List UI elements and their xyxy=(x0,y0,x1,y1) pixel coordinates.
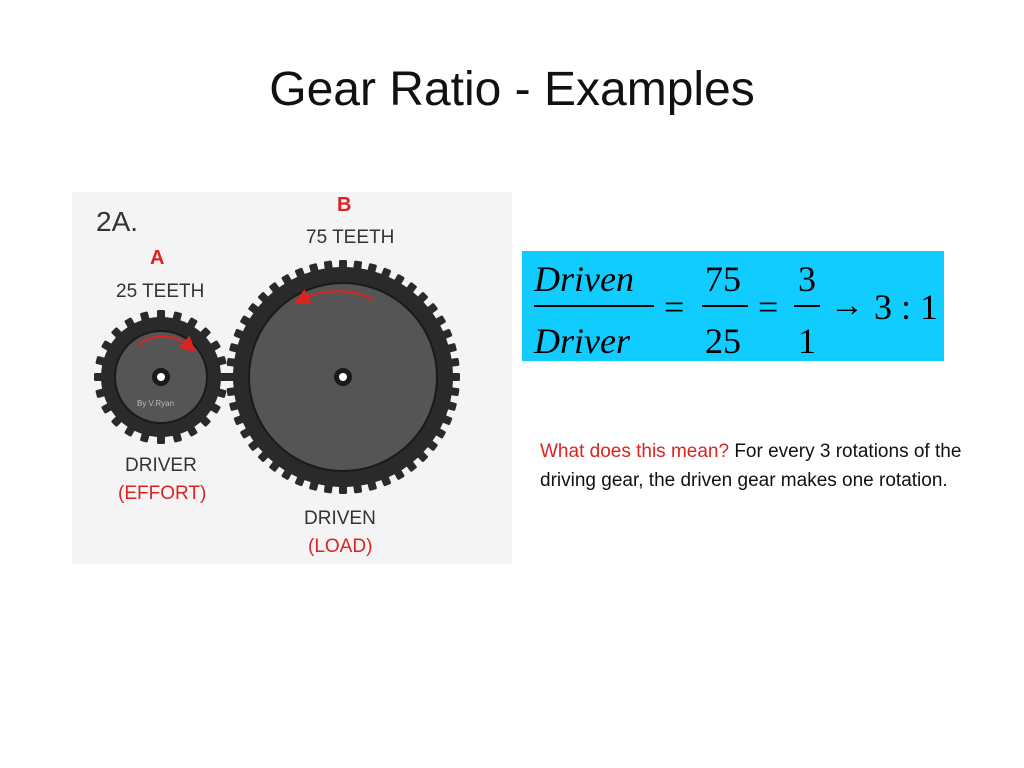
formula-equals-2: = xyxy=(758,287,779,327)
formula-driven-word: Driven xyxy=(534,259,634,299)
gear-a-teeth: 25 TEETH xyxy=(116,281,205,302)
driven-load-label: (LOAD) xyxy=(308,536,373,557)
figure-label: 2A. xyxy=(96,206,139,237)
formula-value-1: 1 xyxy=(798,321,816,361)
gear-tooth xyxy=(219,373,228,381)
gear-tooth xyxy=(339,485,347,494)
formula-value-3: 3 xyxy=(798,259,816,299)
formula-value-25: 25 xyxy=(705,321,741,361)
gear-tooth xyxy=(339,260,347,269)
right-arrow-icon: → xyxy=(830,287,864,324)
explanation-text: What does this mean? For every 3 rotatio… xyxy=(540,437,980,495)
gear-b-letter: B xyxy=(337,194,352,216)
gear-a-letter: A xyxy=(150,247,165,269)
driven-gear-icon xyxy=(226,260,460,494)
gear-tooth xyxy=(157,435,165,444)
fraction-line-reduced xyxy=(794,305,820,307)
gear-a-watermark: By V.Ryan xyxy=(137,399,175,408)
fraction-line-values xyxy=(702,305,748,307)
formula-driver-word: Driver xyxy=(534,321,630,361)
formula-value-75: 75 xyxy=(705,259,741,299)
gear-illustration xyxy=(94,260,460,494)
driver-effort-label: (EFFORT) xyxy=(118,483,207,504)
explanation-answer: For every 3 rotations of the driving gea… xyxy=(540,441,962,491)
gear-b-teeth: 75 TEETH xyxy=(306,227,395,248)
driver-rotation-arrow xyxy=(137,335,196,353)
gear-tooth xyxy=(94,373,103,381)
slide-title: Gear Ratio - Examples xyxy=(269,63,755,116)
driver-gear-icon xyxy=(94,310,228,444)
driven-label: DRIVEN xyxy=(304,508,376,529)
gear-diagram: 2A. A 25 TEETH B 75 TEETH By V.Ryan DRIV… xyxy=(72,192,512,564)
gear-tooth xyxy=(226,373,235,381)
explanation-question: What does this mean? xyxy=(540,441,730,462)
gear-tooth xyxy=(451,373,460,381)
formula-equals-1: = xyxy=(664,287,685,327)
gear-ratio-formula: Driven Driver = 75 25 = 3 1 → 3 : 1 xyxy=(522,251,944,361)
driven-rotation-arrow xyxy=(293,289,375,304)
driver-label: DRIVER xyxy=(125,455,197,476)
gear-tooth xyxy=(157,310,165,319)
fraction-line-words xyxy=(534,305,654,307)
formula-result-ratio: 3 : 1 xyxy=(874,287,939,327)
